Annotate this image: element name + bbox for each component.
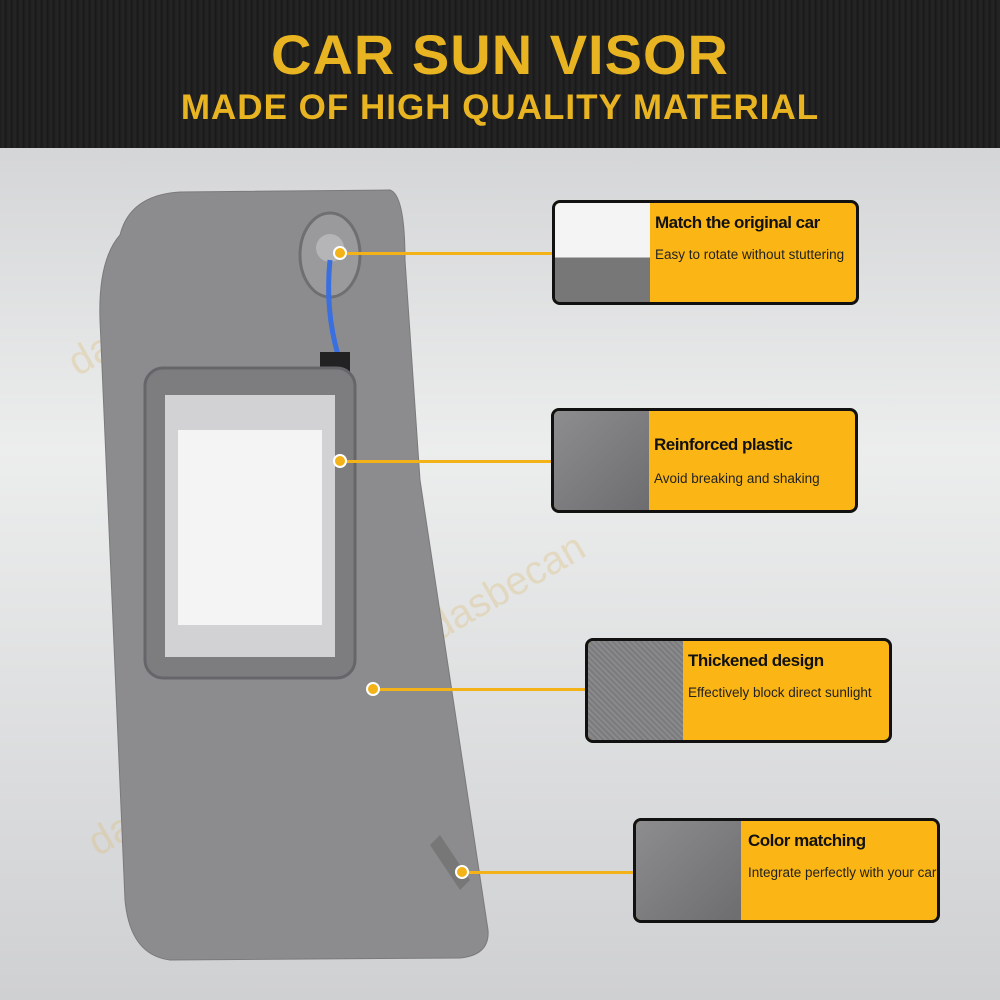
callout-line	[340, 460, 552, 463]
page-title: CAR SUN VISOR	[271, 23, 729, 86]
pivot-thumbnail	[555, 203, 650, 302]
callout-dot	[333, 246, 347, 260]
callout-title: Match the original car	[655, 213, 820, 232]
callout-line	[340, 252, 552, 255]
callout-dot	[366, 682, 380, 696]
callout-description: Integrate perfectly with your car	[748, 865, 937, 880]
callout-line	[373, 688, 586, 691]
callout-description: Avoid breaking and shaking	[654, 471, 820, 486]
page-subtitle: MADE OF HIGH QUALITY MATERIAL	[180, 88, 820, 127]
callout-title: Thickened design	[688, 651, 824, 670]
frame-thumbnail	[554, 411, 649, 510]
callout-color-matching: Color matching Integrate perfectly with …	[633, 818, 940, 923]
callout-reinforced-plastic: Reinforced plastic Avoid breaking and sh…	[551, 408, 858, 513]
callout-line	[462, 871, 634, 874]
callout-match-original: Match the original car Easy to rotate wi…	[552, 200, 859, 305]
callout-dot	[333, 454, 347, 468]
header-banner: CAR SUN VISOR MADE OF HIGH QUALITY MATER…	[0, 0, 1000, 148]
callout-title: Color matching	[748, 831, 866, 850]
fabric-thumbnail	[588, 641, 683, 740]
callout-dot	[455, 865, 469, 879]
callout-title: Reinforced plastic	[654, 435, 793, 454]
clip-thumbnail	[636, 821, 741, 920]
callout-description: Easy to rotate without stuttering	[655, 247, 845, 262]
callout-description: Effectively block direct sunlight	[688, 685, 872, 700]
callout-thickened-design: Thickened design Effectively block direc…	[585, 638, 892, 743]
